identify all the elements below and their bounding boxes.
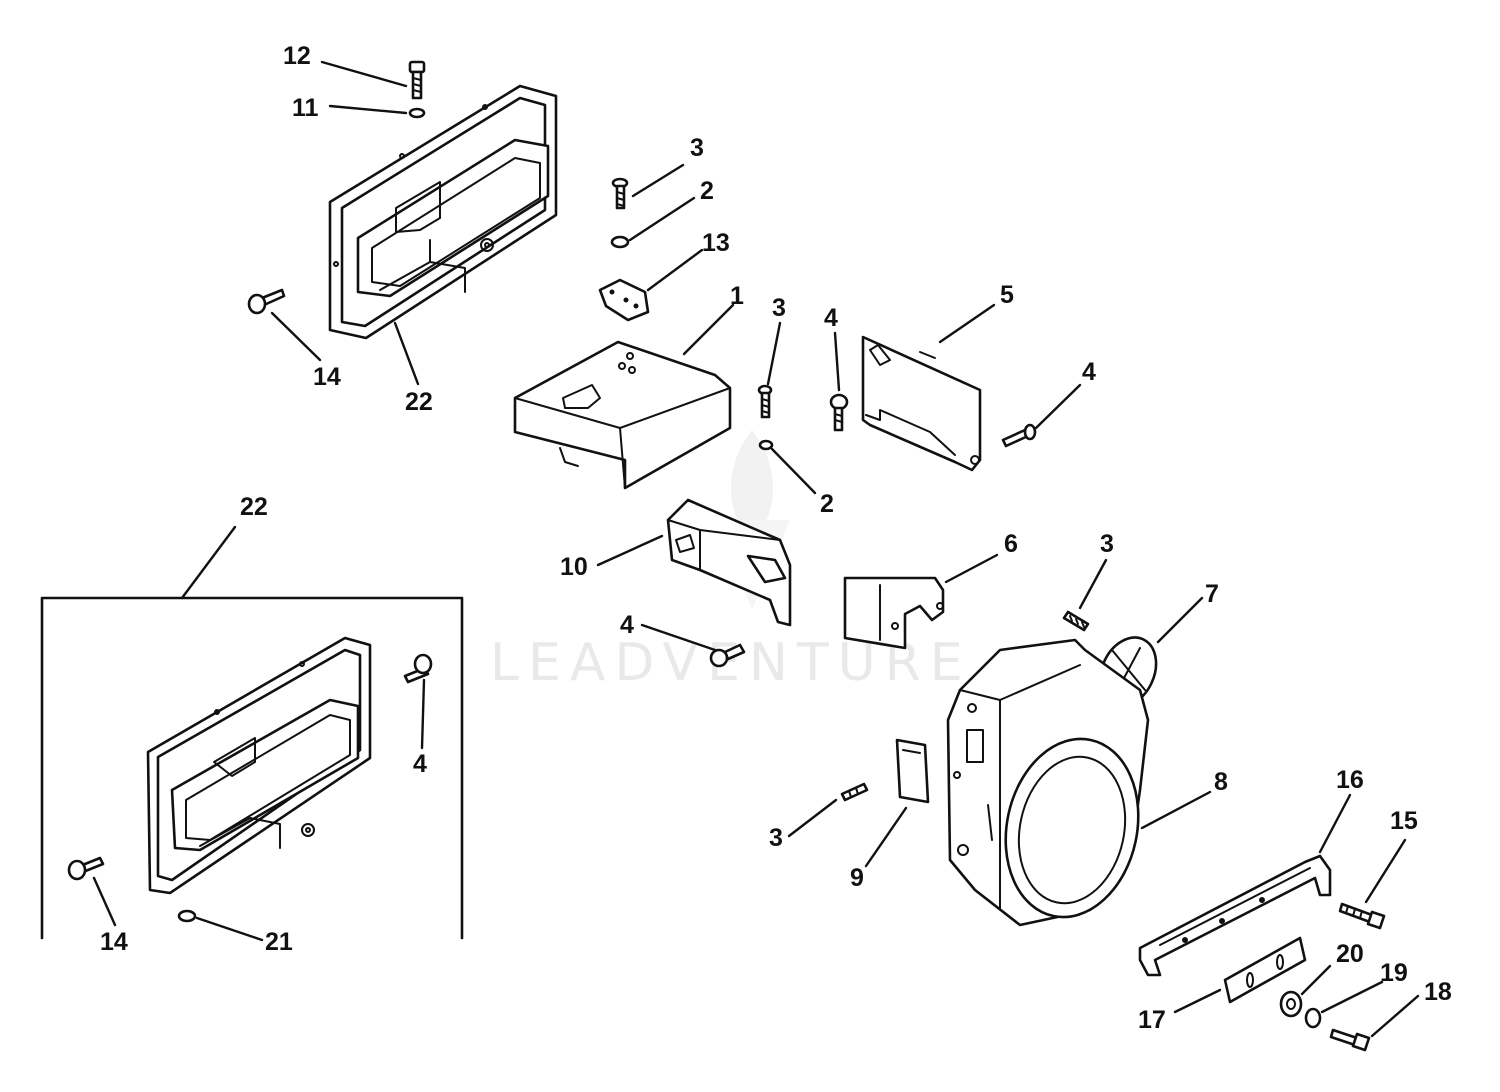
screw-part-4-right (1001, 423, 1037, 448)
blower-housing-part-8 (946, 638, 1150, 927)
screw-part-12 (408, 60, 426, 100)
callout-21: 21 (265, 928, 293, 956)
callout-22-inset: 22 (240, 493, 268, 521)
screw-part-4-center (709, 643, 746, 668)
callout-3-lower: 3 (769, 824, 783, 852)
air-cleaner-base-upper (328, 84, 558, 340)
callout-4-center: 4 (620, 611, 634, 639)
screw-part-4-inset (403, 653, 433, 684)
plate-part-5 (861, 335, 982, 472)
bracket-part-16 (1138, 854, 1332, 977)
callout-3-mid: 3 (772, 294, 786, 322)
callout-3-top: 3 (690, 134, 704, 162)
shroud-part-1 (513, 340, 732, 490)
callout-19: 19 (1380, 959, 1408, 987)
washer-part-20 (1279, 990, 1303, 1018)
callout-2-top: 2 (700, 177, 714, 205)
screw-part-3-right (1062, 610, 1090, 632)
callout-2-mid: 2 (820, 490, 834, 518)
screw-part-14-upper (247, 288, 286, 315)
plate-part-17 (1223, 936, 1307, 1004)
screw-part-15 (1338, 902, 1386, 930)
leader-lines (92, 60, 1420, 1038)
screw-part-14-lower (67, 856, 105, 881)
callout-10: 10 (560, 553, 588, 581)
callout-3-right: 3 (1100, 530, 1114, 558)
callout-8: 8 (1214, 768, 1228, 796)
callout-20: 20 (1336, 940, 1364, 968)
callout-14-upper: 14 (313, 363, 341, 391)
callout-13: 13 (702, 229, 730, 257)
washer-part-2-mid (758, 439, 774, 451)
callout-9: 9 (850, 864, 864, 892)
screw-part-4-left (829, 393, 849, 432)
callout-15: 15 (1390, 807, 1418, 835)
bracket-part-13 (598, 278, 650, 322)
baffle-part-6 (843, 576, 945, 650)
callout-labels: 12 11 14 22 3 2 13 1 3 4 5 4 2 22 10 4 6… (100, 42, 1452, 1034)
callout-4-right: 4 (1082, 358, 1096, 386)
callout-14-lower: 14 (100, 928, 128, 956)
inset-box (40, 596, 464, 940)
callout-4-left: 4 (824, 304, 838, 332)
screw-part-3-lower (840, 782, 869, 802)
callout-18: 18 (1424, 978, 1452, 1006)
callout-11: 11 (292, 94, 319, 122)
washer-part-21 (177, 909, 197, 923)
callout-5: 5 (1000, 281, 1014, 309)
air-cleaner-base-lower (146, 636, 372, 895)
callout-12: 12 (283, 42, 311, 70)
callout-6: 6 (1004, 530, 1018, 558)
screw-part-3-top (611, 177, 629, 210)
screw-part-18 (1329, 1028, 1371, 1052)
washer-part-2-top (610, 235, 630, 249)
washer-part-11 (408, 107, 426, 119)
screw-part-3-mid (757, 384, 773, 419)
callout-22-upper: 22 (405, 388, 433, 416)
pad-part-9 (895, 738, 930, 804)
callout-17: 17 (1138, 1006, 1166, 1034)
callout-7: 7 (1205, 580, 1219, 608)
callout-1: 1 (730, 282, 744, 310)
lockwasher-part-19 (1304, 1007, 1322, 1029)
callout-4-inset: 4 (413, 750, 427, 778)
baffle-part-10 (666, 498, 792, 627)
callout-16: 16 (1336, 766, 1364, 794)
